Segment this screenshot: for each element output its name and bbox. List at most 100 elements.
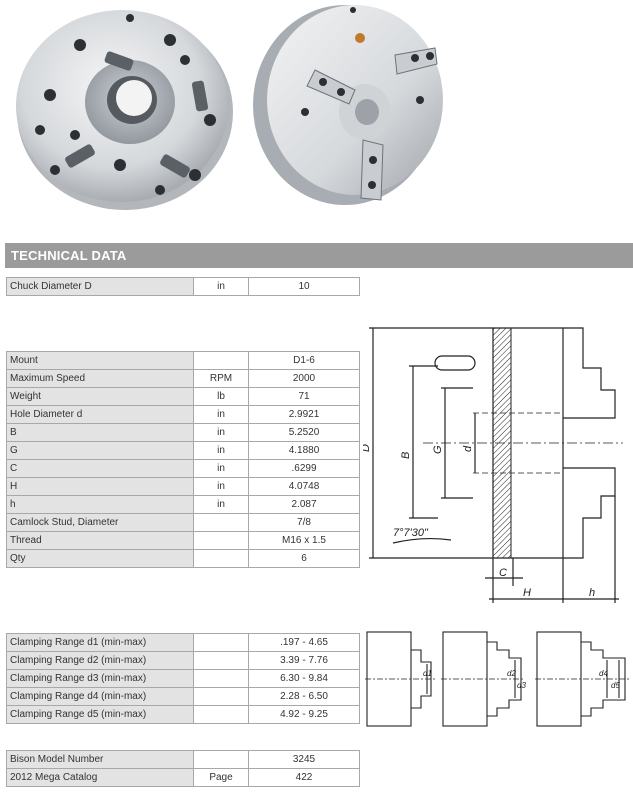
spec-unit <box>193 750 249 769</box>
spec-label: Weight <box>6 387 194 406</box>
spec-value: 2.28 - 6.50 <box>248 687 360 706</box>
jaw-types-drawing: d1 d2 d3 d4 d5 <box>365 631 629 727</box>
spec-label: Mount <box>6 351 194 370</box>
spec-label: 2012 Mega Catalog <box>6 768 194 787</box>
spec-value: 4.92 - 9.25 <box>248 705 360 724</box>
spec-label: Clamping Range d5 (min-max) <box>6 705 194 724</box>
spec-unit: lb <box>193 387 249 406</box>
spec-value: 7/8 <box>248 513 360 532</box>
spec-row: Mount D1-6 <box>6 351 360 370</box>
spec-row: Clamping Range d1 (min-max) .197 - 4.65 <box>6 633 360 652</box>
spec-unit: Page <box>193 768 249 787</box>
spec-label: H <box>6 477 194 496</box>
spec-unit: in <box>193 423 249 442</box>
chuck-section-drawing: D B G d C H h 7°7'30" <box>363 327 623 603</box>
spec-row: Qty 6 <box>6 549 360 568</box>
spec-row: Camlock Stud, Diameter 7/8 <box>6 513 360 532</box>
dim-label-B: B <box>400 452 412 459</box>
jaw-label-d3: d3 <box>517 681 526 690</box>
spec-unit: in <box>193 495 249 514</box>
spec-unit: in <box>193 277 249 296</box>
spec-unit <box>193 633 249 652</box>
spec-value: 2.087 <box>248 495 360 514</box>
spec-row: Clamping Range d3 (min-max) 6.30 - 9.84 <box>6 669 360 688</box>
spec-value: 2.9921 <box>248 405 360 424</box>
spec-label: Clamping Range d3 (min-max) <box>6 669 194 688</box>
spec-value: 6 <box>248 549 360 568</box>
jaw-label-d2: d2 <box>507 669 516 678</box>
spec-value: 4.0748 <box>248 477 360 496</box>
jaw-label-d4: d4 <box>599 669 608 678</box>
spec-row: Clamping Range d4 (min-max) 2.28 - 6.50 <box>6 687 360 706</box>
spec-unit: in <box>193 441 249 460</box>
spec-unit <box>193 687 249 706</box>
spec-unit <box>193 669 249 688</box>
dim-label-h: h <box>589 587 595 599</box>
spec-unit <box>193 531 249 550</box>
spec-label: Thread <box>6 531 194 550</box>
spec-unit <box>193 651 249 670</box>
spec-label: Chuck Diameter D <box>6 277 194 296</box>
spec-value: 4.1880 <box>248 441 360 460</box>
dim-label-C: C <box>499 567 507 579</box>
spec-unit <box>193 705 249 724</box>
spec-value: 3245 <box>248 750 360 769</box>
dim-label-D: D <box>363 444 372 452</box>
spec-row: Clamping Range d2 (min-max) 3.39 - 7.76 <box>6 651 360 670</box>
spec-label: B <box>6 423 194 442</box>
spec-value: 3.39 - 7.76 <box>248 651 360 670</box>
spec-label: Clamping Range d1 (min-max) <box>6 633 194 652</box>
spec-unit <box>193 351 249 370</box>
dim-label-G: G <box>432 445 444 454</box>
dim-label-angle: 7°7'30" <box>393 527 429 539</box>
spec-label: Clamping Range d2 (min-max) <box>6 651 194 670</box>
spec-value: 10 <box>248 277 360 296</box>
spec-value: 5.2520 <box>248 423 360 442</box>
spec-label: h <box>6 495 194 514</box>
spec-value: .197 - 4.65 <box>248 633 360 652</box>
spec-label: Clamping Range d4 (min-max) <box>6 687 194 706</box>
spec-value: D1-6 <box>248 351 360 370</box>
spec-value: .6299 <box>248 459 360 478</box>
spec-row: Thread M16 x 1.5 <box>6 531 360 550</box>
spec-row: Bison Model Number 3245 <box>6 750 360 769</box>
dim-label-H: H <box>523 587 531 599</box>
spec-label: Camlock Stud, Diameter <box>6 513 194 532</box>
section-header-technical-data: TECHNICAL DATA <box>5 243 633 268</box>
spec-unit: in <box>193 459 249 478</box>
jaw-label-d1: d1 <box>423 669 432 678</box>
spec-unit <box>193 549 249 568</box>
spec-value: 2000 <box>248 369 360 388</box>
spec-value: M16 x 1.5 <box>248 531 360 550</box>
chuck-photo-angled <box>253 5 443 205</box>
spec-unit: RPM <box>193 369 249 388</box>
spec-value: 6.30 - 9.84 <box>248 669 360 688</box>
dim-label-d: d <box>462 445 474 452</box>
jaw-label-d5: d5 <box>611 681 620 690</box>
spec-label: G <box>6 441 194 460</box>
spec-label: Hole Diameter d <box>6 405 194 424</box>
spec-unit: in <box>193 405 249 424</box>
spec-label: Bison Model Number <box>6 750 194 769</box>
spec-unit <box>193 513 249 532</box>
spec-value: 71 <box>248 387 360 406</box>
chuck-photo-front <box>16 10 233 210</box>
spec-value: 422 <box>248 768 360 787</box>
spec-label: C <box>6 459 194 478</box>
spec-label: Maximum Speed <box>6 369 194 388</box>
spec-label: Qty <box>6 549 194 568</box>
